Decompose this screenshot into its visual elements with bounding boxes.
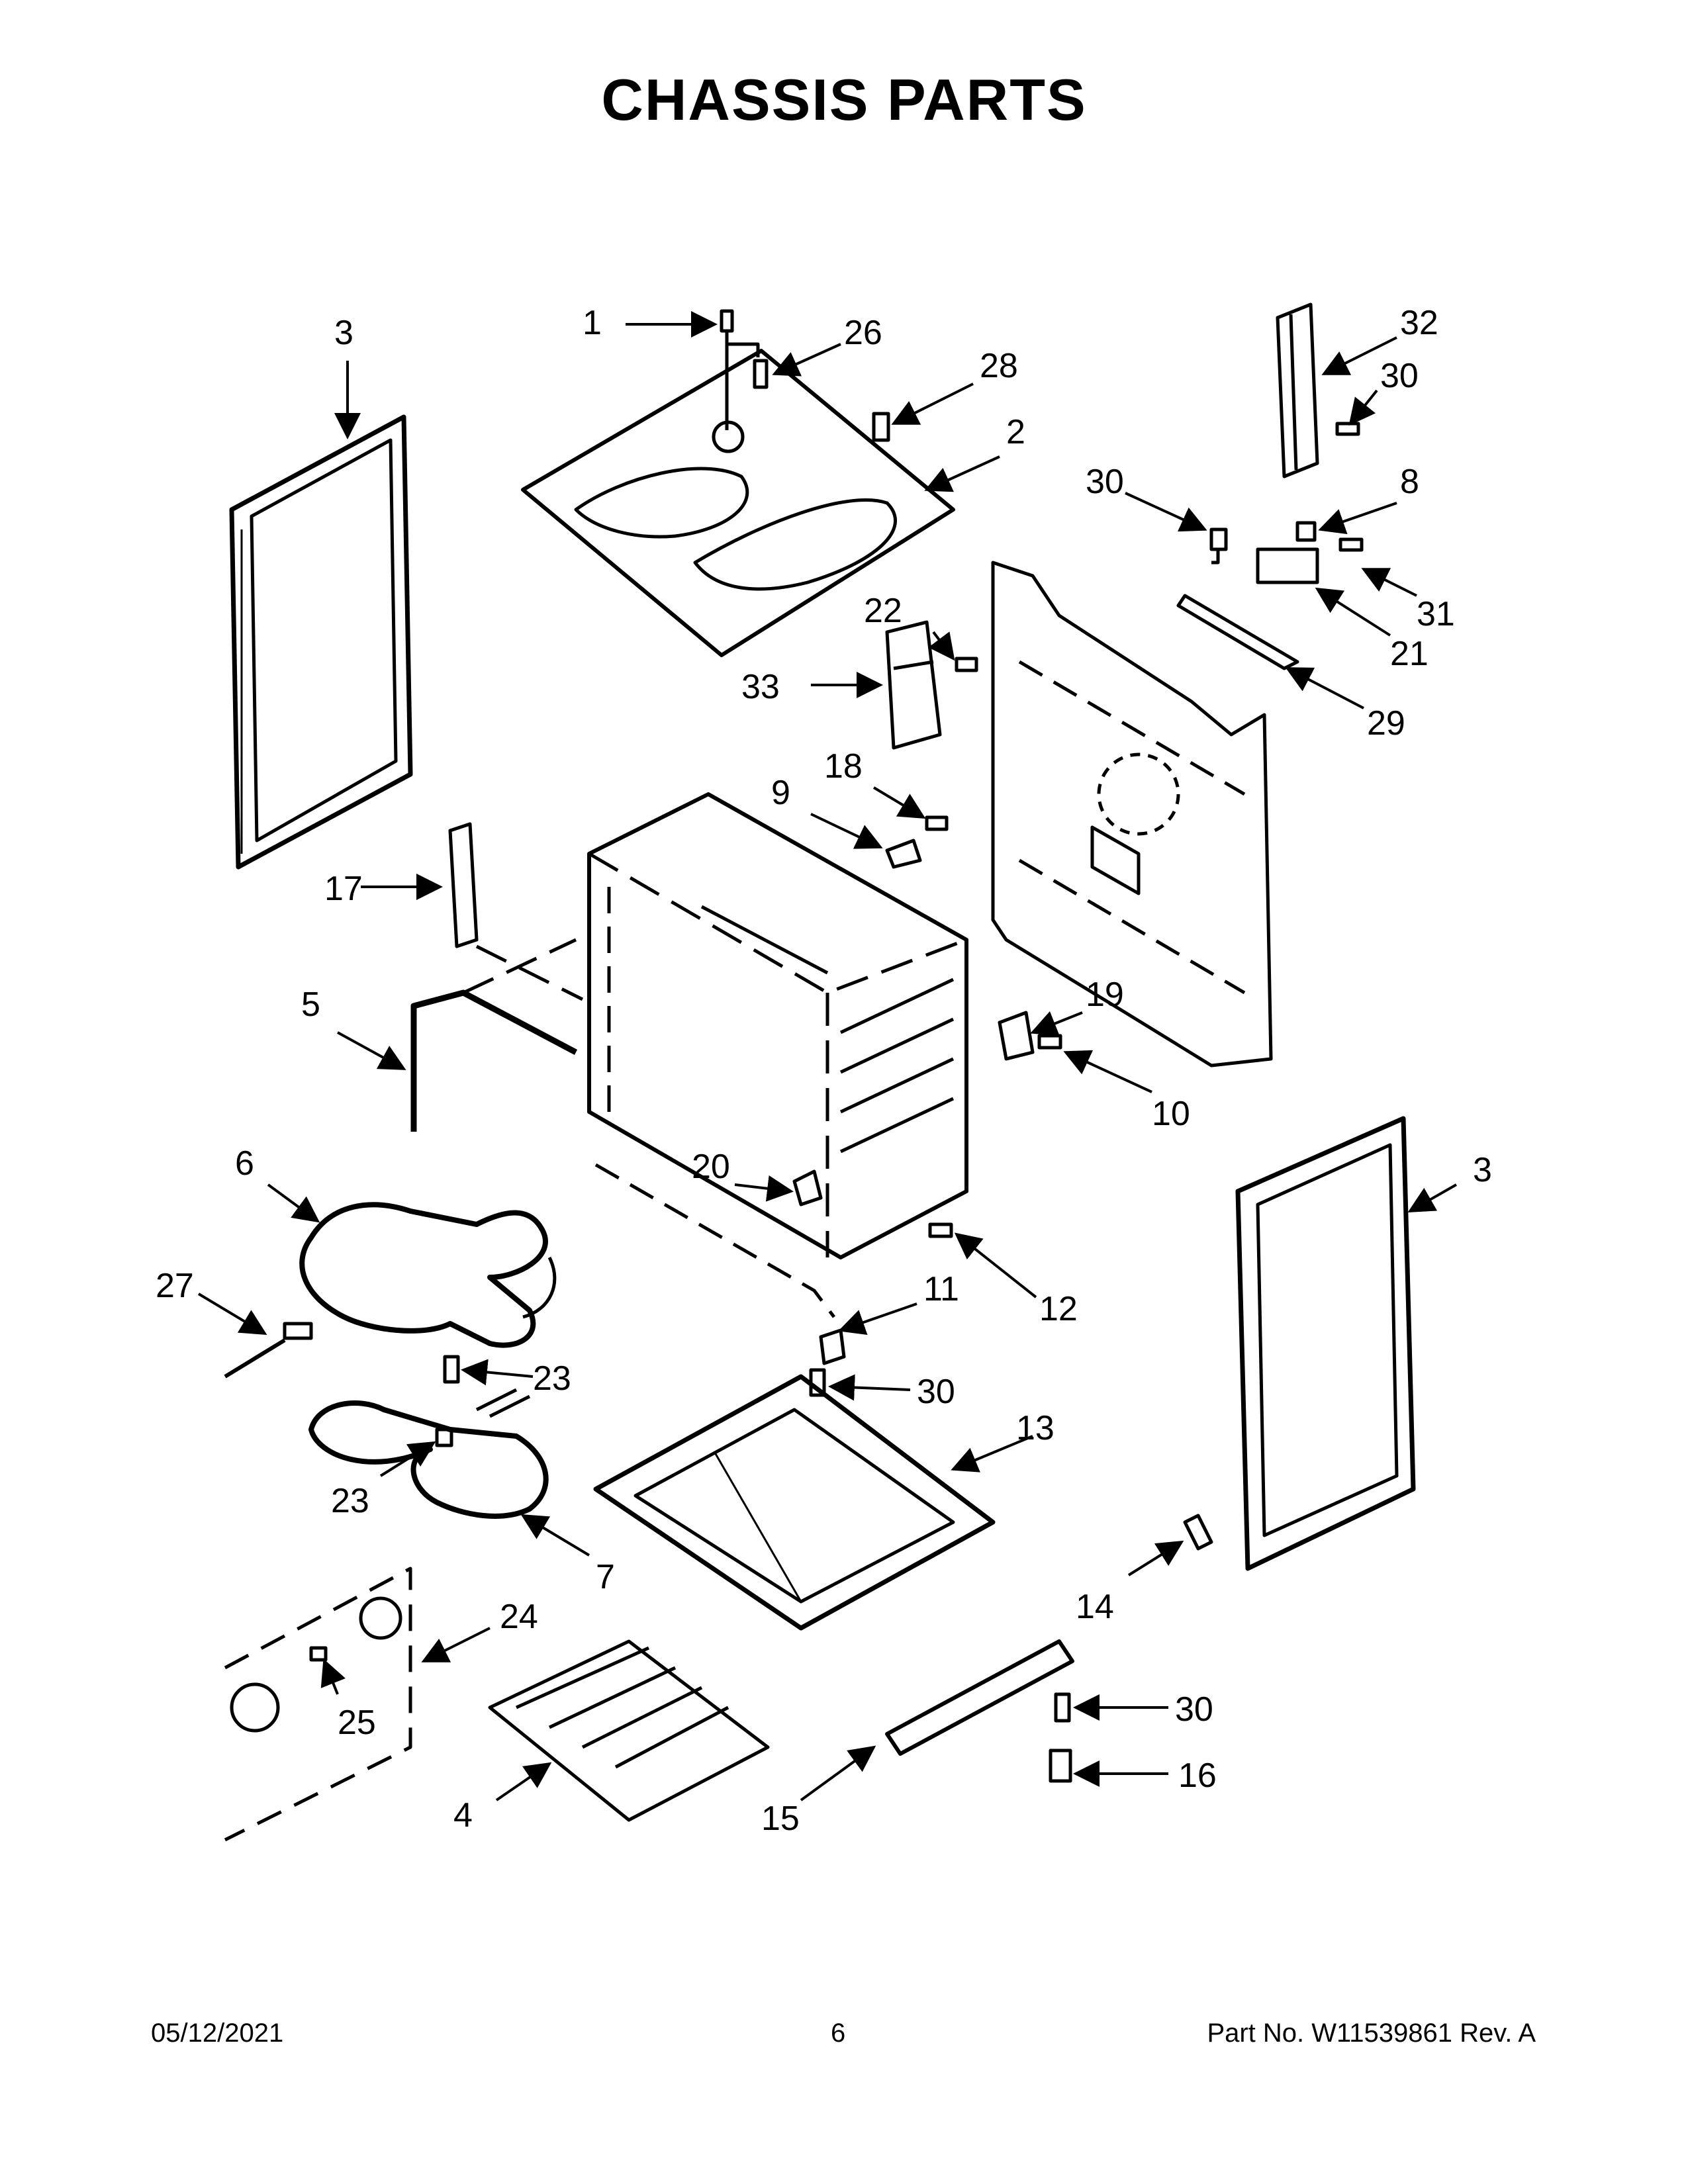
callout-19: 19 [1086,976,1124,1014]
bracket-9 [885,839,922,869]
callout-30-top: 30 [1380,357,1419,395]
callout-6: 6 [235,1144,254,1183]
callout-21: 21 [1390,635,1429,673]
callout-15: 15 [761,1799,800,1838]
callout-13: 13 [1016,1409,1055,1447]
bracket-20 [792,1169,953,1238]
callout-3-left: 3 [334,314,353,352]
rear-panel [991,561,1273,1068]
callout-31: 31 [1417,595,1455,633]
latch-19 [998,1011,1062,1061]
screw-18 [925,815,949,831]
callout-10: 10 [1152,1095,1190,1133]
top-fastener [720,309,760,430]
callout-25: 25 [338,1704,376,1742]
screw-23-upper [443,1355,460,1384]
screw-28 [872,412,890,442]
cooktop-panel [521,349,955,657]
callout-26: 26 [844,314,882,352]
oven-rack-4 [488,1639,770,1822]
footer-date: 05/12/2021 [151,2019,284,2048]
bracket-32 [1276,302,1319,478]
insulation-33 [885,620,942,750]
sensor-27 [224,1322,313,1379]
footer-part-number: Part No. W11539861 Rev. A [1207,2019,1536,2048]
screw-26 [753,359,769,389]
callout-8: 8 [1400,463,1419,501]
clip-14 [1183,1514,1213,1551]
callout-7: 7 [596,1558,615,1596]
callout-30-mid: 30 [917,1373,955,1411]
side-panel-right [1235,1116,1416,1571]
bracket-17 [448,822,584,1001]
knob-group [224,1567,412,1842]
callout-14: 14 [1076,1588,1114,1626]
screw-30-bottom [1054,1692,1071,1723]
bottom-panel-13 [593,1374,996,1631]
callout-20: 20 [692,1148,730,1186]
callout-3-right: 3 [1473,1151,1492,1189]
hinge-assembly [1176,521,1364,670]
callout-29: 29 [1367,704,1405,743]
callout-27: 27 [156,1267,194,1305]
callout-23-upper: 23 [533,1359,571,1398]
callout-16: 16 [1178,1756,1217,1795]
callout-22: 22 [864,592,902,630]
side-panel-left [229,414,413,870]
callout-11: 11 [923,1270,959,1308]
bake-element-7 [308,1388,549,1519]
callout-5: 5 [301,985,320,1024]
leveling-bracket-15 [885,1639,1074,1756]
callout-4: 4 [453,1796,473,1835]
screw-30-top [1335,422,1360,436]
screw-22 [955,657,978,672]
callout-2: 2 [1006,413,1025,451]
callout-12: 12 [1039,1290,1078,1328]
callout-33: 33 [741,668,780,706]
gasket-5 [410,938,578,1132]
callout-32: 32 [1400,304,1438,342]
callout-18: 18 [824,747,863,786]
callout-30-bottom: 30 [1175,1690,1213,1729]
callout-28: 28 [980,347,1018,385]
page-title: CHASSIS PARTS [601,67,1087,132]
callout-23-lower: 23 [331,1482,369,1520]
callout-1: 1 [583,304,602,342]
footer-page-number: 6 [831,2019,846,2048]
callout-17: 17 [324,870,363,908]
callout-9: 9 [771,774,790,812]
broil-element-6 [299,1202,557,1348]
callout-24: 24 [500,1598,538,1636]
callout-30-left: 30 [1086,463,1124,501]
leveling-leg-16 [1049,1749,1072,1783]
oven-cavity [587,792,968,1318]
